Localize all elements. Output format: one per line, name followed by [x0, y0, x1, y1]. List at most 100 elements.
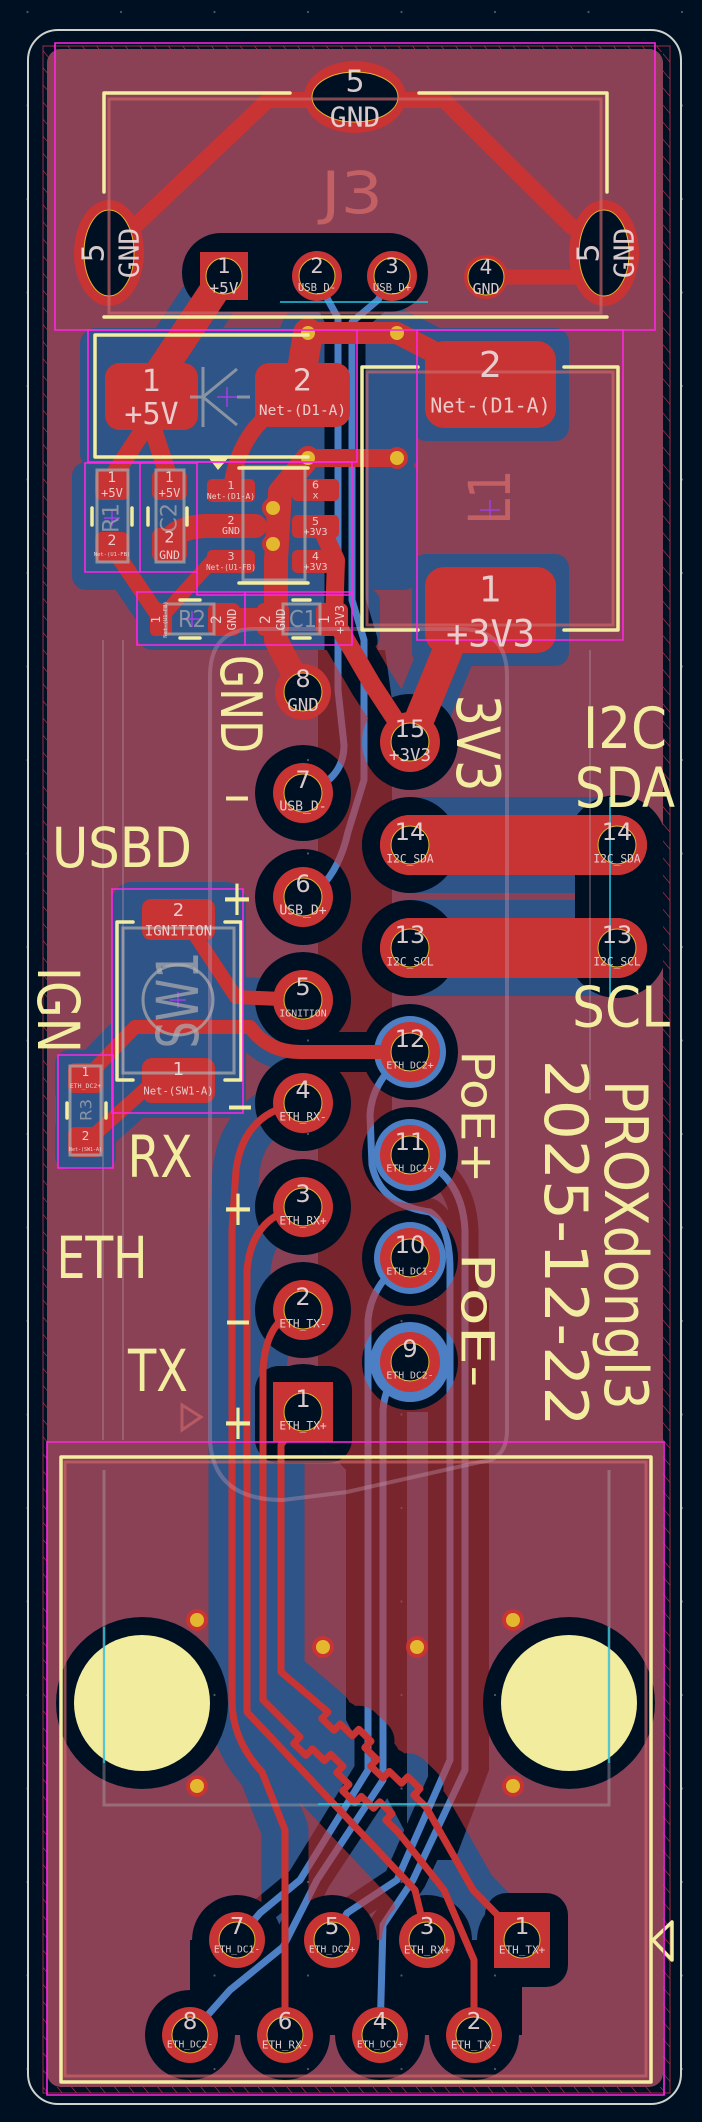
pad-copper[interactable] — [68, 1127, 103, 1157]
smd-pad[interactable] — [208, 603, 240, 636]
smd-pad[interactable] — [142, 899, 215, 940]
courtyard-layer — [46, 42, 665, 2096]
drill-hole — [578, 209, 630, 297]
pad-net-name: I2C_SDA — [386, 853, 433, 866]
pad-copper[interactable] — [152, 528, 187, 562]
pad-net-name: USB_D- — [279, 800, 326, 815]
drill-hole — [390, 722, 430, 762]
pad-copper[interactable] — [95, 532, 129, 562]
fcu-track[interactable] — [228, 1099, 307, 2039]
drill-hole — [503, 1921, 541, 1959]
via-drill — [506, 1613, 520, 1627]
smd-pad[interactable] — [68, 1063, 103, 1093]
pad-copper[interactable] — [142, 899, 215, 940]
smd-pad[interactable] — [95, 532, 129, 562]
pad-copper[interactable] — [68, 1063, 103, 1093]
grid-dot — [680, 10, 684, 14]
silk-label-sda: SDA — [575, 756, 675, 820]
via[interactable] — [262, 533, 284, 555]
pad-copper[interactable] — [105, 363, 198, 430]
via[interactable] — [297, 322, 319, 344]
smd-pad[interactable] — [68, 1127, 103, 1157]
pad-number: 14 — [602, 818, 633, 846]
via[interactable] — [186, 1775, 208, 1797]
via[interactable] — [262, 497, 284, 519]
drill-hole — [266, 2016, 304, 2054]
d1-silk-outline — [93, 333, 310, 459]
pad-copper[interactable] — [152, 470, 187, 500]
fab-layer — [63, 97, 648, 2078]
sw1-courtyard — [111, 888, 244, 1114]
via[interactable] — [386, 322, 408, 344]
pad-net-name: +3V3 — [303, 527, 327, 538]
drill-hole — [597, 825, 637, 865]
silk-label-rx: RX — [128, 1123, 193, 1191]
pad-copper[interactable] — [255, 363, 350, 427]
smd-pad[interactable] — [316, 603, 348, 636]
pad-copper[interactable] — [425, 567, 556, 653]
fcu-track[interactable] — [79, 1020, 417, 1085]
fcu-track[interactable] — [277, 1408, 526, 1944]
smd-pad[interactable] — [152, 470, 187, 500]
pad-net-name: GND — [159, 548, 180, 562]
d1-pin1-marker — [208, 457, 229, 470]
smd-pad[interactable] — [142, 1058, 215, 1103]
pad-copper[interactable] — [257, 603, 289, 636]
pad-copper[interactable] — [142, 1058, 215, 1103]
smd-pad[interactable] — [95, 470, 129, 500]
pad-copper[interactable] — [95, 470, 129, 500]
grid-dot — [119, 10, 123, 14]
via[interactable] — [502, 1609, 524, 1631]
smd-pad[interactable] — [255, 363, 350, 427]
keepout-outline — [42, 45, 671, 2094]
via[interactable] — [386, 447, 408, 469]
pad-net-name: +5V — [101, 486, 123, 500]
pad-number: 2 — [310, 254, 323, 278]
fcu-track[interactable] — [264, 446, 320, 704]
pad-net-name: USB_D+ — [373, 282, 411, 294]
pad-copper[interactable] — [208, 603, 240, 636]
silk-label-project: PROXdongl3 — [590, 1080, 660, 1410]
smd-pad[interactable] — [105, 363, 198, 430]
pad-net-name: ETH_TX- — [279, 1318, 326, 1331]
pad-number: 12 — [395, 1025, 426, 1053]
smd-pad[interactable] — [425, 567, 556, 653]
silk-label-eth: ETH — [57, 1224, 148, 1292]
smd-pad[interactable] — [257, 603, 289, 636]
pad-number: 1 — [149, 616, 163, 624]
via[interactable] — [312, 1636, 334, 1658]
l1-silk-outline — [360, 365, 620, 632]
via[interactable] — [186, 1609, 208, 1631]
fcu-track[interactable] — [259, 1306, 478, 2039]
footprint-center-marks — [104, 387, 500, 1008]
via[interactable] — [406, 1636, 428, 1658]
smd-pad[interactable] — [425, 341, 556, 428]
silk-label-i2c: I2C — [583, 696, 667, 762]
j3-silk-outline — [102, 91, 609, 319]
pad-number: 1 — [108, 470, 117, 486]
pad-number: 2 — [173, 900, 184, 921]
pad-net-name: ETH_DC2+ — [70, 1082, 101, 1090]
pad-net-name: Net-(U1-FB) — [94, 552, 130, 558]
via[interactable] — [502, 1775, 524, 1797]
pad-copper[interactable] — [316, 603, 348, 636]
fcu-ground-zone[interactable] — [47, 49, 663, 2087]
silk-label-poe-plus: PoE+ — [451, 1051, 504, 1184]
pad-number: 5 — [77, 243, 112, 262]
pad-net-name: Net-(SW1-A) — [143, 1086, 213, 1098]
pad-copper[interactable] — [425, 341, 556, 428]
pad-number: 15 — [395, 715, 426, 743]
pad-number: 2 — [164, 528, 174, 547]
pad-number: 8 — [295, 665, 310, 693]
smd-pad[interactable] — [152, 528, 187, 562]
